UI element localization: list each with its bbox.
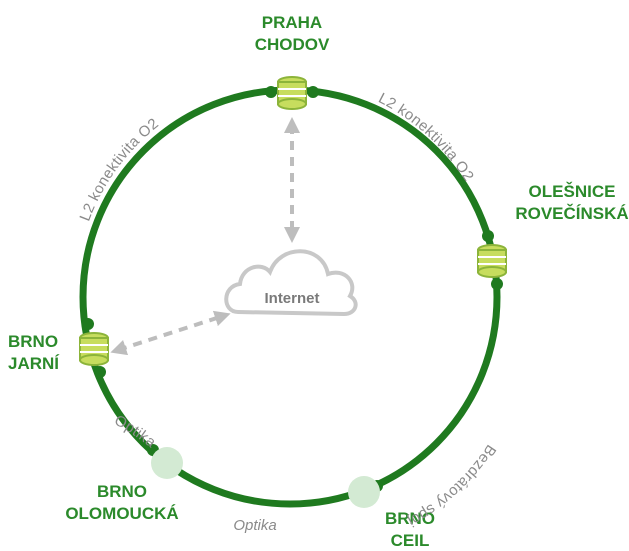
link-label-left-bottom: Optika bbox=[111, 412, 159, 452]
praha-label-line1: PRAHA bbox=[262, 13, 322, 32]
internet-label: Internet bbox=[264, 290, 319, 307]
ceil-label-line2: CEIL bbox=[391, 531, 430, 550]
relay-point-icon bbox=[151, 447, 183, 479]
link-label-top-right: L2 konektivita O2 bbox=[376, 90, 477, 184]
olesnice-label-line2: ROVEČÍNSKÁ bbox=[515, 204, 628, 223]
link-label-top-left: L2 konektivita O2 bbox=[76, 115, 161, 223]
jarni-label-line2: JARNÍ bbox=[8, 354, 60, 373]
dashed-link-jarni-internet bbox=[110, 310, 231, 356]
olomoucka-label-line2: OLOMOUCKÁ bbox=[65, 504, 178, 523]
olesnice-label-line1: OLEŠNICE bbox=[529, 182, 616, 201]
relay-point-icon bbox=[348, 476, 380, 508]
server-stack-icon bbox=[477, 244, 507, 278]
ceil-label-line1: BRNO bbox=[385, 509, 435, 528]
junction-dot bbox=[491, 278, 503, 290]
junction-dot bbox=[94, 366, 106, 378]
cloud-icon bbox=[224, 249, 358, 317]
link-label-bottom: Optika bbox=[233, 517, 276, 534]
junction-dot bbox=[482, 230, 494, 242]
internet-cloud: Internet bbox=[224, 249, 358, 317]
praha-label-line2: CHODOV bbox=[255, 35, 330, 54]
server-stack-icon bbox=[277, 76, 307, 110]
olomoucka-label-line1: BRNO bbox=[97, 482, 147, 501]
server-stack-icon bbox=[79, 332, 109, 366]
junction-dot bbox=[307, 86, 319, 98]
junction-dot bbox=[82, 318, 94, 330]
junction-dot bbox=[265, 86, 277, 98]
jarni-label-line1: BRNO bbox=[8, 332, 58, 351]
